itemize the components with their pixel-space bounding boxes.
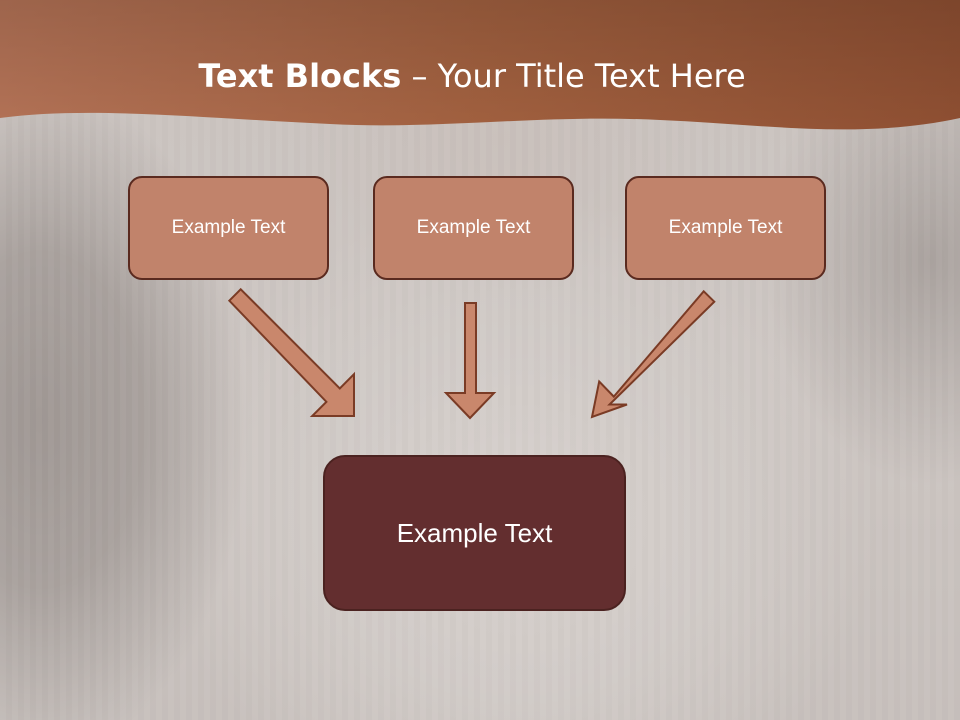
text-block-1[interactable]: Example Text <box>128 176 329 280</box>
text-block-3[interactable]: Example Text <box>625 176 826 280</box>
text-block-main-label: Example Text <box>396 517 553 548</box>
header-banner <box>0 0 960 130</box>
slide-title: Text Blocks – Your Title Text Here <box>0 50 944 102</box>
slide-title-rest: – Your Title Text Here <box>401 57 746 95</box>
text-block-main[interactable]: Example Text <box>323 455 626 611</box>
slide-title-bold: Text Blocks <box>198 57 402 95</box>
text-block-2-label: Example Text <box>416 217 531 238</box>
text-block-3-label: Example Text <box>668 217 783 238</box>
text-block-2[interactable]: Example Text <box>373 176 574 280</box>
text-block-1-label: Example Text <box>171 217 286 238</box>
